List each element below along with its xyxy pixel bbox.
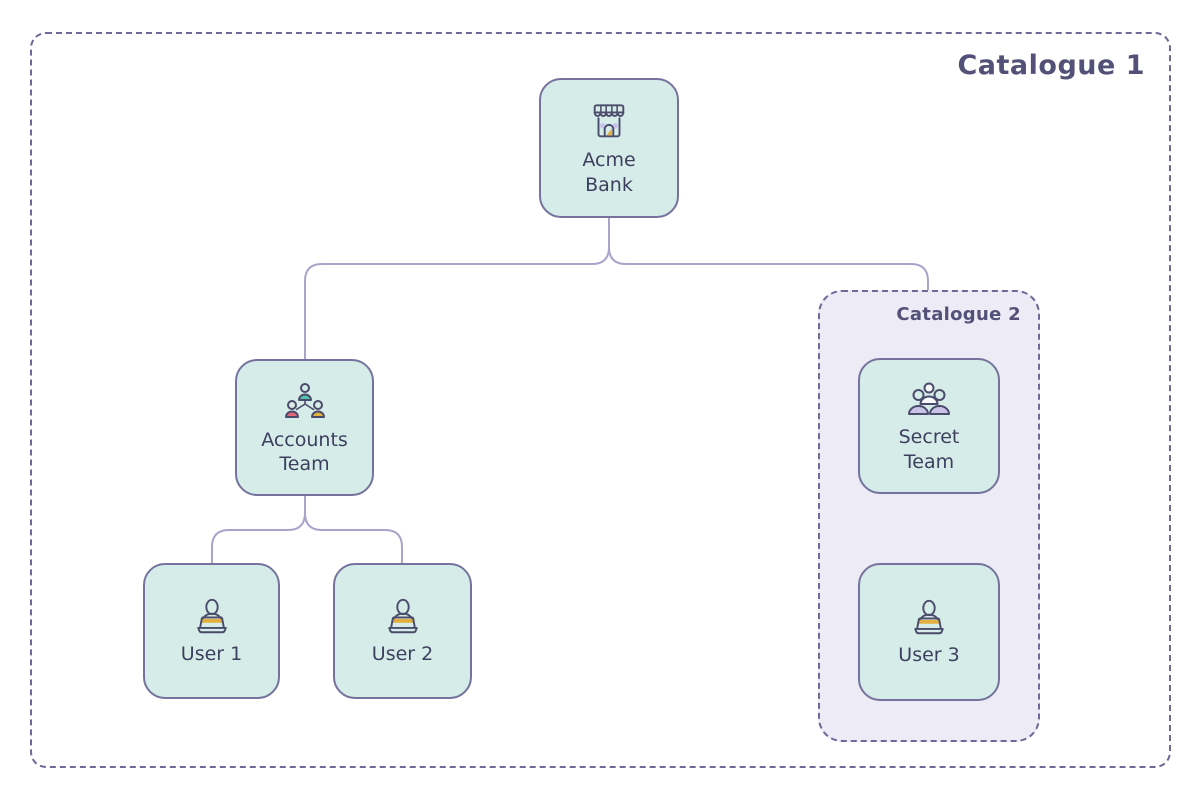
catalogue-2-label: Catalogue 2 (896, 304, 1021, 325)
person-laptop-icon (387, 599, 418, 634)
connector-accounts-to-user2 (304, 496, 403, 563)
node-label: Accounts Team (261, 428, 348, 475)
node-label: User 2 (371, 643, 434, 666)
catalogue-1-label: Catalogue 1 (957, 50, 1145, 81)
node-user-3: User 3 (858, 563, 1000, 701)
node-secret-team: Secret Team (858, 358, 1000, 494)
node-label: Secret Team (898, 426, 960, 473)
node-user-2: User 2 (333, 563, 472, 699)
node-label: User 1 (180, 643, 243, 666)
node-label: Acme Bank (582, 149, 636, 196)
node-acme-bank: Acme Bank (539, 78, 679, 218)
node-accounts-team: Accounts Team (235, 359, 374, 496)
node-user-1: User 1 (143, 563, 280, 699)
connector-accounts-to-user1 (211, 496, 306, 563)
catalogue-1-boundary: Catalogue 1 (30, 32, 1171, 768)
person-laptop-icon (914, 600, 944, 635)
connector-acme-to-catalogue2 (608, 218, 929, 291)
org-hierarchy-icon (284, 382, 325, 418)
person-laptop-icon (196, 599, 227, 634)
connector-acme-to-accounts (304, 218, 610, 359)
storefront-icon (593, 104, 625, 138)
node-label: User 3 (898, 644, 960, 667)
people-group-icon (908, 382, 950, 416)
